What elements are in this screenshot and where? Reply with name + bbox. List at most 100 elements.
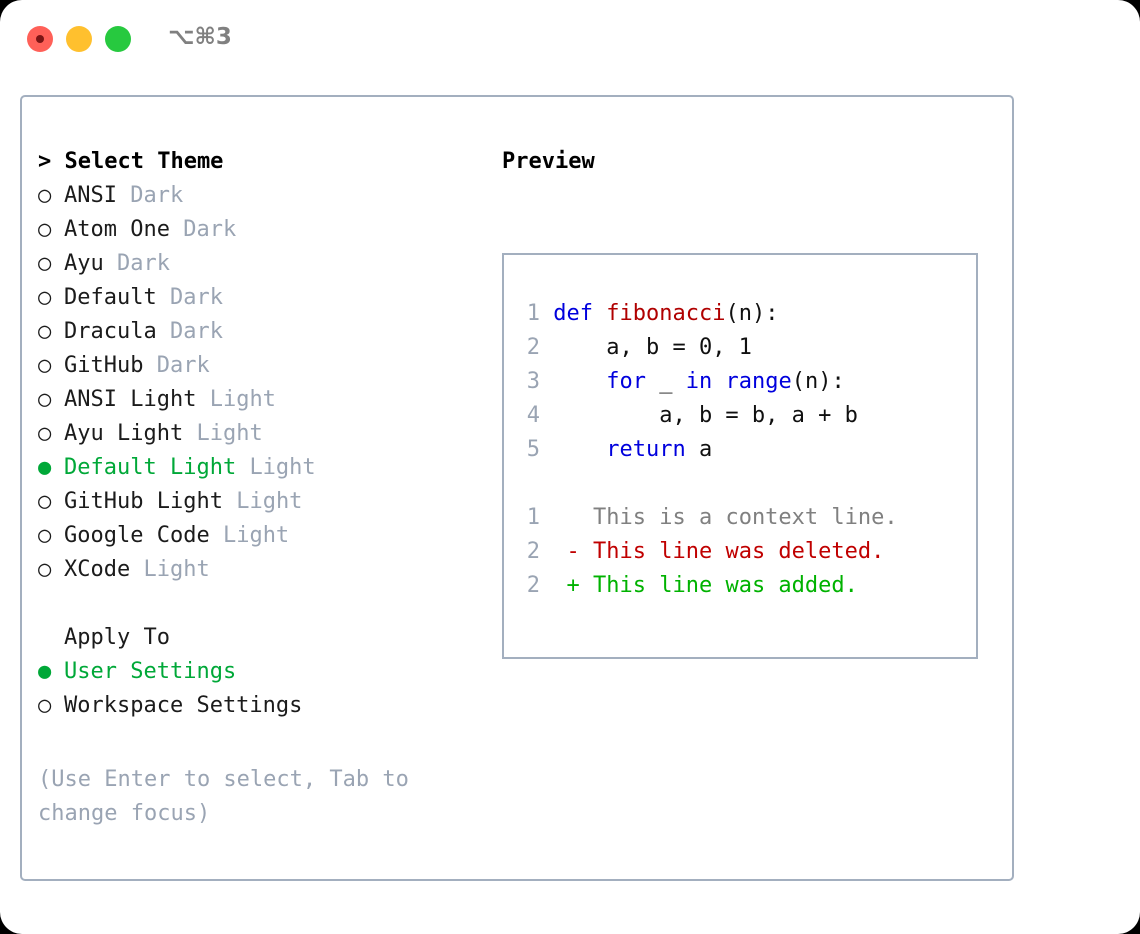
gutter-gap bbox=[540, 573, 567, 598]
radio-unselected-icon bbox=[38, 689, 64, 723]
close-icon bbox=[36, 35, 44, 43]
theme-option-default[interactable]: Default Dark bbox=[38, 281, 478, 315]
apply-to-option-user-settings[interactable]: User Settings bbox=[38, 655, 478, 689]
keyboard-hint-text: (Use Enter to select, Tab to change focu… bbox=[38, 767, 423, 826]
theme-option-tag: Light bbox=[249, 455, 316, 480]
theme-option-tag: Light bbox=[143, 557, 210, 582]
diff-marker-gap bbox=[580, 573, 593, 598]
label-gap bbox=[196, 387, 209, 412]
apply-to-option-label: User Settings bbox=[64, 659, 237, 684]
gutter-gap bbox=[540, 301, 553, 326]
maximize-window-button[interactable] bbox=[105, 26, 131, 52]
keyboard-shortcut-label: ⌥⌘3 bbox=[168, 24, 232, 50]
radio-unselected-icon bbox=[38, 213, 64, 247]
radio-unselected-icon bbox=[38, 349, 64, 383]
code-token: a, b = 0, 1 bbox=[553, 335, 752, 360]
apply-to-option-label: Workspace Settings bbox=[64, 693, 303, 718]
theme-settings-dialog: > Select Theme ANSI DarkAtom One DarkAyu… bbox=[20, 95, 1014, 881]
theme-option-tag: Light bbox=[196, 421, 263, 446]
theme-option-ayu-light[interactable]: Ayu Light Light bbox=[38, 417, 478, 451]
label-gap bbox=[117, 183, 130, 208]
line-number: 1 bbox=[526, 301, 540, 326]
code-line: 5 return a bbox=[516, 433, 898, 467]
theme-option-tag: Dark bbox=[156, 353, 210, 378]
theme-option-atom-one[interactable]: Atom One Dark bbox=[38, 213, 478, 247]
line-number: 2 bbox=[526, 573, 540, 598]
radio-unselected-icon bbox=[38, 315, 64, 349]
theme-option-google-code[interactable]: Google Code Light bbox=[38, 519, 478, 553]
code-token: (n): bbox=[791, 369, 845, 394]
theme-option-label: ANSI bbox=[64, 183, 117, 208]
theme-option-tag: Dark bbox=[183, 217, 237, 242]
apply-to-heading: Apply To bbox=[64, 625, 170, 650]
radio-unselected-icon bbox=[38, 281, 64, 315]
line-number: 2 bbox=[526, 539, 540, 564]
theme-option-tag: Light bbox=[236, 489, 303, 514]
minimize-window-button[interactable] bbox=[66, 26, 92, 52]
code-token: def bbox=[553, 301, 607, 326]
theme-option-ayu[interactable]: Ayu Dark bbox=[38, 247, 478, 281]
code-token: _ bbox=[645, 369, 686, 394]
code-line: 1 def fibonacci(n): bbox=[516, 297, 898, 331]
diff-line: 2 + This line was added. bbox=[516, 569, 898, 603]
gutter-gap bbox=[540, 505, 567, 530]
code-token: in bbox=[685, 369, 726, 394]
theme-option-ansi[interactable]: ANSI Dark bbox=[38, 179, 478, 213]
theme-option-label: Atom One bbox=[64, 217, 170, 242]
theme-option-label: Ayu bbox=[64, 251, 104, 276]
line-number: 1 bbox=[526, 505, 540, 530]
apply-to-list: User SettingsWorkspace Settings bbox=[38, 655, 478, 723]
radio-unselected-icon bbox=[38, 383, 64, 417]
theme-option-label: XCode bbox=[64, 557, 131, 582]
line-number: 3 bbox=[526, 369, 540, 394]
label-gap bbox=[104, 251, 117, 276]
label-gap bbox=[170, 217, 183, 242]
section-spacer bbox=[38, 587, 478, 621]
label-gap bbox=[157, 319, 170, 344]
gutter-gap bbox=[540, 403, 553, 428]
code-line: 3 for _ in range(n): bbox=[516, 365, 898, 399]
theme-option-ansi-light[interactable]: ANSI Light Light bbox=[38, 383, 478, 417]
code-blank-line bbox=[516, 467, 898, 501]
diff-marker bbox=[567, 505, 580, 530]
label-gap bbox=[236, 455, 249, 480]
theme-option-tag: Dark bbox=[169, 319, 223, 344]
theme-option-tag: Dark bbox=[117, 251, 170, 276]
diff-text: This line was deleted. bbox=[593, 539, 885, 564]
theme-option-default-light[interactable]: Default Light Light bbox=[38, 451, 478, 485]
theme-option-dracula[interactable]: Dracula Dark bbox=[38, 315, 478, 349]
radio-unselected-icon bbox=[38, 179, 64, 213]
label-gap bbox=[223, 489, 236, 514]
gutter-gap bbox=[540, 335, 553, 360]
theme-option-tag: Dark bbox=[130, 183, 184, 208]
preview-heading: Preview bbox=[502, 149, 595, 174]
label-gap bbox=[183, 421, 196, 446]
theme-option-github-light[interactable]: GitHub Light Light bbox=[38, 485, 478, 519]
radio-unselected-icon bbox=[38, 519, 64, 553]
code-token: for bbox=[606, 369, 646, 394]
code-token bbox=[553, 437, 606, 462]
apply-to-option-workspace-settings[interactable]: Workspace Settings bbox=[38, 689, 478, 723]
gutter-gap bbox=[540, 539, 567, 564]
code-token: return bbox=[606, 437, 686, 462]
select-theme-heading: > Select Theme bbox=[38, 149, 224, 174]
label-gap bbox=[157, 285, 170, 310]
diff-line: 1 This is a context line. bbox=[516, 501, 898, 535]
title-bar: ⌥⌘3 bbox=[0, 0, 1140, 78]
theme-option-github[interactable]: GitHub Dark bbox=[38, 349, 478, 383]
label-gap bbox=[130, 557, 143, 582]
code-token: fibonacci bbox=[606, 301, 726, 326]
theme-option-label: Ayu Light bbox=[64, 421, 184, 446]
theme-list: ANSI DarkAtom One DarkAyu DarkDefault Da… bbox=[38, 179, 478, 587]
code-token bbox=[553, 369, 606, 394]
label-gap bbox=[210, 523, 223, 548]
label-gap bbox=[143, 353, 156, 378]
gutter-gap bbox=[540, 437, 553, 462]
theme-option-xcode[interactable]: XCode Light bbox=[38, 553, 478, 587]
radio-unselected-icon bbox=[38, 553, 64, 587]
diff-text: This is a context line. bbox=[593, 505, 898, 530]
theme-option-label: GitHub bbox=[64, 353, 144, 378]
theme-option-tag: Dark bbox=[169, 285, 223, 310]
